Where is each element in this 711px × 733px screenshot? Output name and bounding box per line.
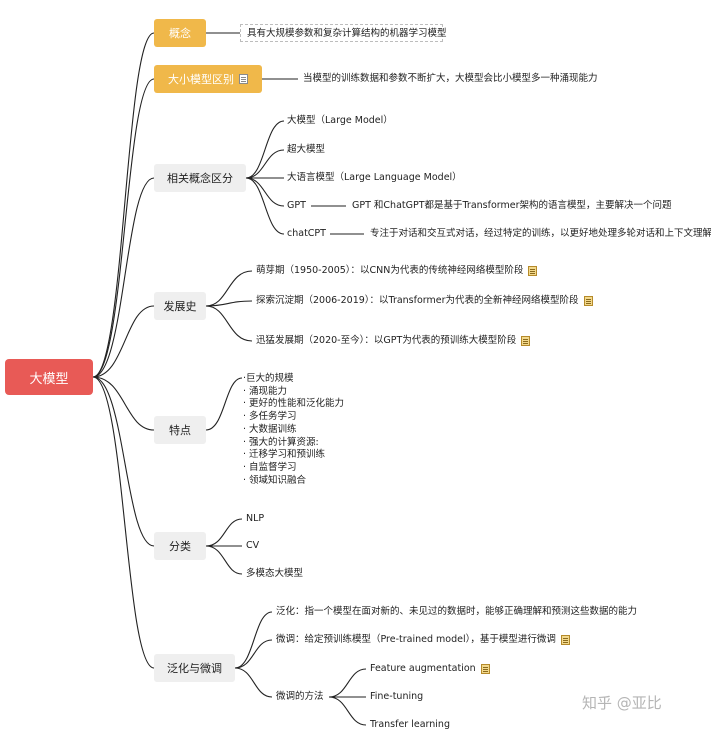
related-item-super-model: 超大模型 <box>287 144 326 155</box>
generalize-item-finetune: 微调：给定预训练模型（Pre-trained model），基于模型进行微调 <box>276 634 570 646</box>
related-item-gpt: GPT <box>287 200 306 211</box>
feature-item: · 涌现能力 <box>243 385 288 397</box>
note-icon[interactable] <box>480 663 490 674</box>
history-item-3: 迅猛发展期（2020-至今）：以GPT为代表的预训练大模型阶段 <box>256 335 531 347</box>
related-item-large-model: 大模型（Large Model） <box>287 115 393 126</box>
note-icon[interactable] <box>560 634 570 645</box>
note-icon[interactable] <box>521 335 531 346</box>
note-icon[interactable] <box>528 265 538 276</box>
root-node[interactable]: 大模型 <box>5 359 93 395</box>
method-feature-augmentation: Feature augmentation <box>370 663 490 675</box>
feature-item: · 大数据训练 <box>243 423 297 435</box>
feature-item: · 更好的性能和泛化能力 <box>243 398 345 410</box>
feature-item: · 迁移学习和预训练 <box>243 449 326 461</box>
chatgpt-desc: 专注于对话和交互式对话，经过特定的训练，以更好地处理多轮对话和上下文理解。 <box>370 228 711 239</box>
category-node[interactable]: 分类 <box>154 532 206 560</box>
features-list: ·巨大的规模 · 涌现能力 · 更好的性能和泛化能力 · 多任务学习 · 大数据… <box>243 373 344 487</box>
method-transfer-learning: Transfer learning <box>370 719 450 730</box>
watermark: 知乎 @亚比 <box>582 694 662 712</box>
feature-item: · 强大的计算资源: <box>243 436 319 448</box>
concept-node[interactable]: 概念 <box>154 19 206 47</box>
note-icon[interactable] <box>239 74 248 84</box>
feature-item: ·巨大的规模 <box>243 373 294 384</box>
generalize-item-definition: 泛化：指一个模型在面对新的、未见过的数据时，能够正确理解和预测这些数据的能力 <box>276 606 638 617</box>
note-icon[interactable] <box>583 295 593 306</box>
related-node[interactable]: 相关概念区分 <box>154 164 246 192</box>
gpt-desc: GPT 和ChatGPT都是基于Transformer架构的语言模型，主要解决一… <box>352 200 672 211</box>
generalize-item-methods: 微调的方法 <box>276 691 324 702</box>
concept-desc: 具有大规模参数和复杂计算结构的机器学习模型 <box>240 24 447 42</box>
size-diff-desc: 当模型的训练数据和参数不断扩大，大模型会比小模型多一种涌现能力 <box>303 73 598 84</box>
feature-item: · 多任务学习 <box>243 411 297 423</box>
size-diff-label: 大小模型区别 <box>168 73 234 86</box>
related-item-llm: 大语言模型（Large Language Model） <box>287 172 462 183</box>
related-item-chatgpt: chatCPT <box>287 228 326 239</box>
history-item-1: 萌芽期（1950-2005）：以CNN为代表的传统神经网络模型阶段 <box>256 265 538 277</box>
history-node[interactable]: 发展史 <box>154 292 206 320</box>
features-node[interactable]: 特点 <box>154 416 206 444</box>
method-fine-tuning: Fine-tuning <box>370 691 424 702</box>
feature-item: · 领域知识融合 <box>243 474 307 486</box>
feature-item: · 自监督学习 <box>243 461 297 473</box>
size-diff-node[interactable]: 大小模型区别 <box>154 65 262 93</box>
category-item-multimodal: 多模态大模型 <box>246 568 304 579</box>
history-item-2: 探索沉淀期（2006-2019）：以Transformer为代表的全新神经网络模… <box>256 295 593 307</box>
generalize-node[interactable]: 泛化与微调 <box>154 654 235 682</box>
category-item-nlp: NLP <box>246 513 265 524</box>
category-item-cv: CV <box>246 540 260 551</box>
